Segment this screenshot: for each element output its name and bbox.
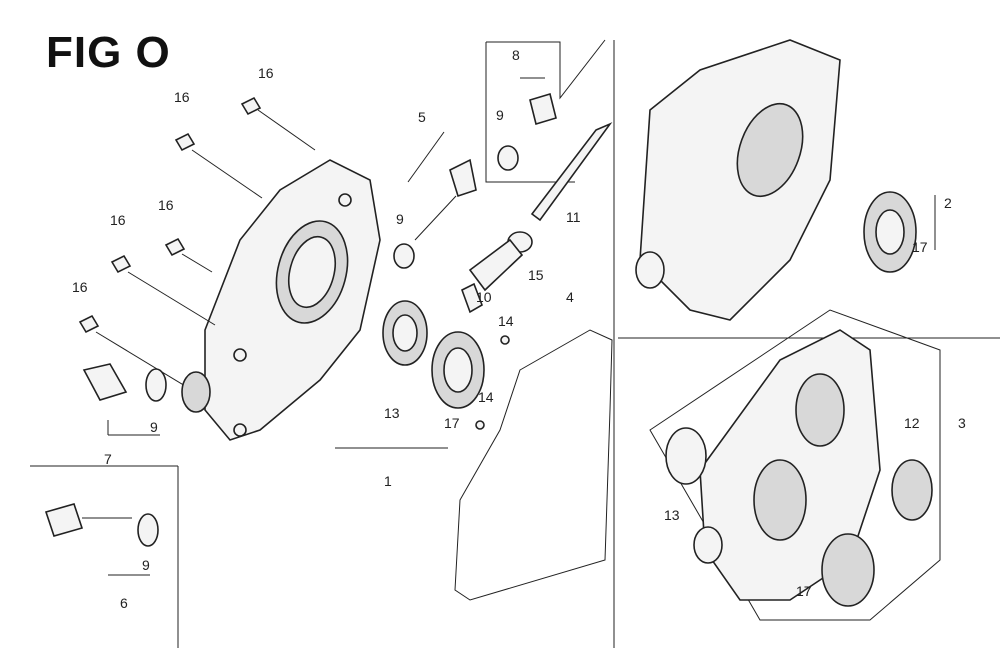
callout-c9c: 9 <box>150 419 158 435</box>
oil-filler-cap-7 <box>82 363 211 413</box>
callout-c2: 2 <box>944 195 952 211</box>
callout-c16e: 16 <box>72 279 88 295</box>
callout-c15: 15 <box>528 267 544 283</box>
bearing-17 <box>431 331 485 409</box>
callout-c16a: 16 <box>258 65 274 81</box>
section-dividers <box>30 39 1000 648</box>
callout-c13b: 13 <box>664 507 680 523</box>
callout-c1: 1 <box>384 473 392 489</box>
callout-c9d: 9 <box>142 557 150 573</box>
callout-c13a: 13 <box>384 405 400 421</box>
callout-c14a: 14 <box>498 313 514 329</box>
figure-title: FIG O <box>46 28 171 77</box>
callout-c14b: 14 <box>478 389 494 405</box>
callout-c11: 11 <box>566 209 581 225</box>
callout-c16b: 16 <box>174 89 190 105</box>
oil-filler-tube <box>461 122 613 314</box>
oil-seal-13 <box>382 300 428 366</box>
callout-labels: 16 16 16 16 16 5 9 8 9 11 15 10 4 14 14 13 17 1 9 7 9 6 2 17 3 12… <box>72 47 966 611</box>
bearing-2 <box>863 191 917 273</box>
callout-c7: 7 <box>104 451 112 467</box>
callout-c17c: 17 <box>796 583 812 599</box>
callout-c17b: 17 <box>912 239 928 255</box>
gasket-4 <box>454 329 613 601</box>
callout-c17a: 17 <box>444 415 460 431</box>
drain-plug-8 <box>497 92 557 171</box>
callout-c16d: 16 <box>110 212 126 228</box>
crankcase-2 <box>635 39 841 321</box>
flange-bolts <box>78 96 316 396</box>
callout-c10: 10 <box>476 289 492 305</box>
callout-c12: 12 <box>904 415 920 431</box>
callout-c16c: 16 <box>158 197 174 213</box>
leader-lines <box>107 77 941 576</box>
callout-c9b: 9 <box>496 107 504 123</box>
crankcase-assembly-3 <box>649 309 941 621</box>
crankcase-cover <box>204 159 381 441</box>
callout-c3: 3 <box>958 415 966 431</box>
callout-c9a: 9 <box>396 211 404 227</box>
callout-c8: 8 <box>512 47 520 63</box>
callout-c6: 6 <box>120 595 128 611</box>
dipstick-5 <box>393 158 477 269</box>
callout-c5: 5 <box>418 109 426 125</box>
callout-c4: 4 <box>566 289 574 305</box>
oil-filler-cap-6 <box>44 503 159 547</box>
